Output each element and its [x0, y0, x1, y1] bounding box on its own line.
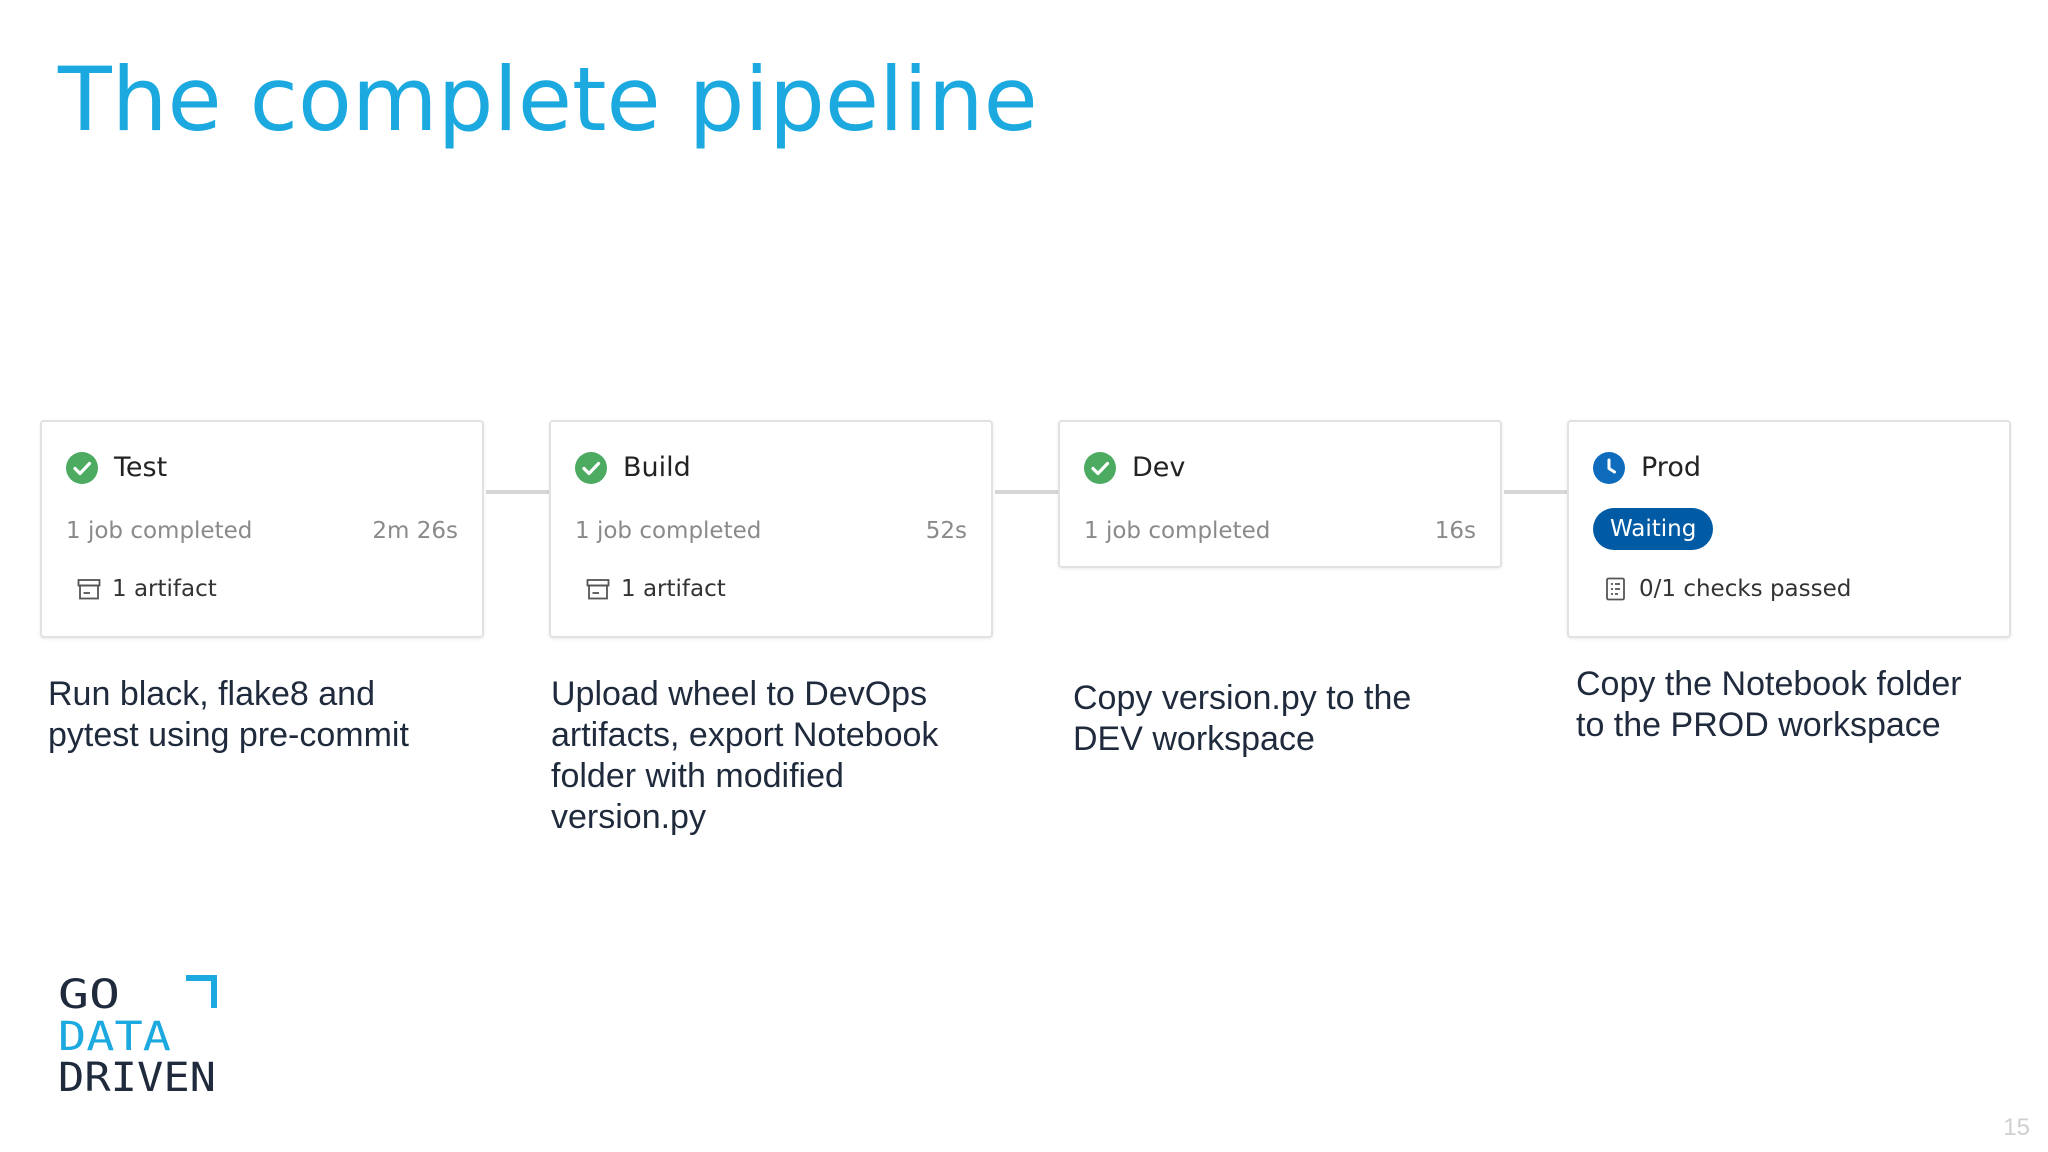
stage-card-prod[interactable]: Prod Waiting 0/1 checks passed [1567, 420, 2011, 638]
svg-text:DATA: DATA [58, 1014, 171, 1060]
job-status-row: 1 job completed 52s [575, 514, 967, 548]
stage-connector [995, 490, 1059, 494]
check-circle-icon [575, 452, 607, 484]
waiting-status-badge: Waiting [1593, 508, 1714, 550]
artifact-label: 1 artifact [112, 576, 217, 602]
stage-duration: 52s [925, 518, 967, 544]
checklist-icon [1603, 576, 1629, 602]
stage-name: Build [623, 452, 691, 483]
slide-title: The complete pipeline [58, 48, 1038, 151]
job-status-row: 1 job completed 2m 26s [66, 514, 458, 548]
stage-name: Test [114, 452, 168, 483]
svg-text:GO: GO [58, 975, 120, 1018]
stage-header: Prod [1593, 450, 1701, 486]
stage-connector [486, 490, 550, 494]
artifact-icon [76, 576, 102, 602]
check-circle-icon [66, 452, 98, 484]
stage-card-build[interactable]: Build 1 job completed 52s 1 artifact [549, 420, 993, 638]
clock-icon [1593, 452, 1625, 484]
job-status-row: 1 job completed 16s [1084, 514, 1476, 548]
go-data-driven-logo: GO DATA DRIVEN [58, 975, 218, 1095]
artifact-link[interactable]: 1 artifact [76, 572, 217, 606]
artifact-label: 1 artifact [621, 576, 726, 602]
stage-connector [1504, 490, 1568, 494]
stage-description-dev: Copy version.py to the DEV workspace [1073, 679, 1412, 758]
stage-description-test: Run black, flake8 and pytest using pre-c… [48, 675, 409, 754]
stage-header: Build [575, 450, 691, 486]
svg-text:DRIVEN: DRIVEN [58, 1055, 216, 1095]
job-count: 1 job completed [66, 518, 253, 544]
artifact-icon [585, 576, 611, 602]
stage-description-build: Upload wheel to DevOps artifacts, export… [551, 675, 939, 836]
stage-duration: 2m 26s [372, 518, 458, 544]
job-count: 1 job completed [575, 518, 762, 544]
checks-label: 0/1 checks passed [1639, 576, 1852, 602]
page-number: 15 [2003, 1114, 2030, 1141]
stage-description-prod: Copy the Notebook folder to the PROD wor… [1576, 665, 1962, 744]
stage-name: Dev [1132, 452, 1186, 483]
stage-card-test[interactable]: Test 1 job completed 2m 26s 1 artifact [40, 420, 484, 638]
stage-card-dev[interactable]: Dev 1 job completed 16s [1058, 420, 1502, 568]
checks-link[interactable]: 0/1 checks passed [1603, 572, 1851, 606]
job-count: 1 job completed [1084, 518, 1271, 544]
stage-header: Test [66, 450, 167, 486]
stage-name: Prod [1641, 452, 1701, 483]
stage-header: Dev [1084, 450, 1185, 486]
stage-duration: 16s [1434, 518, 1476, 544]
check-circle-icon [1084, 452, 1116, 484]
artifact-link[interactable]: 1 artifact [585, 572, 726, 606]
